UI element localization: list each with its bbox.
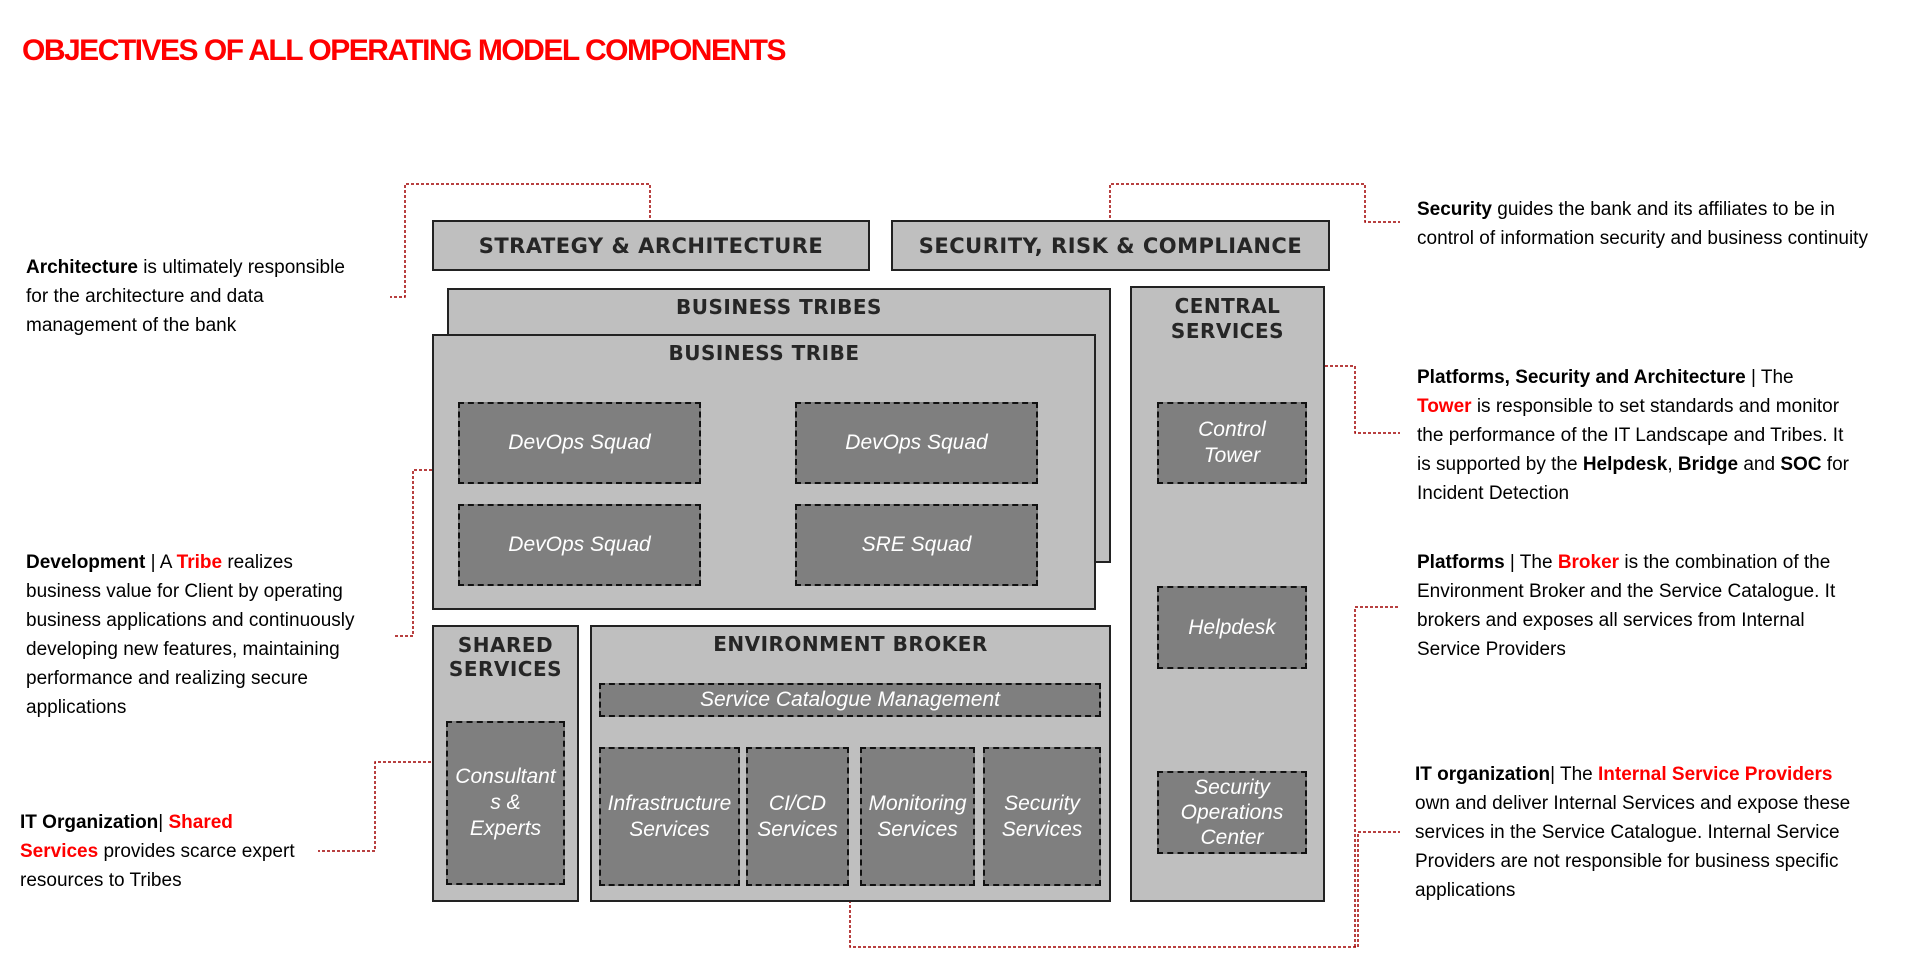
devops-squad-1: DevOps Squad	[458, 402, 701, 484]
business-tribes-label: BUSINESS TRIBES	[676, 295, 882, 319]
business-tribe-label: BUSINESS TRIBE	[668, 341, 860, 365]
annotation-tower: Platforms, Security and Architecture | T…	[1417, 367, 1849, 504]
connector-development	[395, 469, 432, 637]
strategy-architecture-block: STRATEGY & ARCHITECTURE	[432, 220, 870, 271]
sre-squad-label: SRE Squad	[861, 533, 972, 556]
annotation-development: Development | A Tribe realizes business …	[26, 552, 355, 718]
annotation-broker: Platforms | The Broker is the combinatio…	[1417, 552, 1836, 660]
environment-broker-label: ENVIRONMENT BROKER	[713, 632, 988, 656]
annotation-shared-services: IT Organization| Shared Services provide…	[20, 812, 295, 891]
annotation-security: Security guides the bank and its affilia…	[1417, 199, 1868, 249]
helpdesk: Helpdesk	[1157, 586, 1307, 669]
connector-tower	[1231, 365, 1400, 434]
devops-squad-2-label: DevOps Squad	[845, 431, 988, 454]
annotation-providers: IT organization| The Internal Service Pr…	[1415, 764, 1851, 901]
connector-architecture	[390, 183, 651, 298]
devops-squad-3: DevOps Squad	[458, 504, 701, 586]
security-risk-compliance-block: SECURITY, RISK & COMPLIANCE	[891, 220, 1330, 271]
sre-squad: SRE Squad	[795, 504, 1038, 586]
service-catalogue-management: Service Catalogue Management	[599, 683, 1101, 717]
devops-squad-1-label: DevOps Squad	[508, 431, 651, 454]
helpdesk-label: Helpdesk	[1188, 615, 1276, 639]
strategy-architecture-label: STRATEGY & ARCHITECTURE	[478, 234, 824, 258]
page-title: OBJECTIVES OF ALL OPERATING MODEL COMPON…	[22, 34, 786, 67]
annotation-architecture: Architecture is ultimately responsible f…	[26, 257, 345, 336]
devops-squad-2: DevOps Squad	[795, 402, 1038, 484]
connector-providers	[849, 831, 1400, 948]
connector-security	[1109, 183, 1400, 223]
devops-squad-3-label: DevOps Squad	[508, 533, 651, 556]
connector-shared	[318, 761, 446, 852]
connector-broker	[1354, 606, 1400, 947]
service-catalogue-management-label: Service Catalogue Management	[699, 688, 1000, 711]
security-risk-compliance-label: SECURITY, RISK & COMPLIANCE	[918, 234, 1303, 258]
